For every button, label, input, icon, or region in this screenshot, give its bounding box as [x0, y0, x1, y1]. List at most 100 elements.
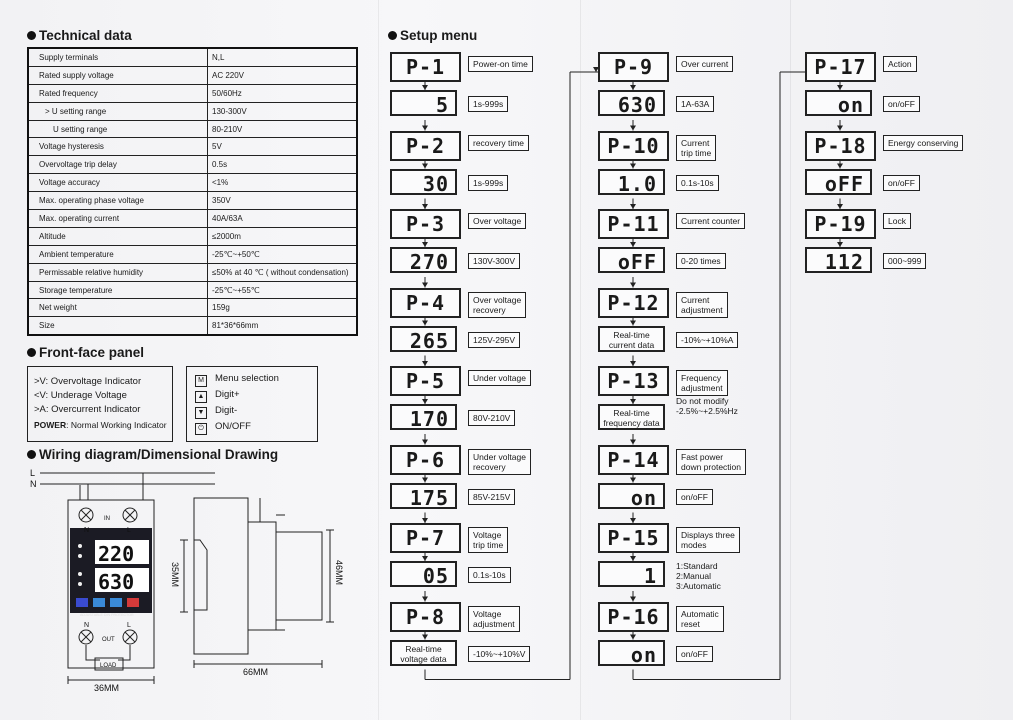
text-line: on/oFF [681, 648, 708, 659]
tech-row: Voltage accuracy<1% [27, 173, 358, 193]
text-line: trip time [681, 147, 712, 158]
text-line: 2:Manual [676, 571, 711, 581]
button-legend-item: ⏻ON/OFF [195, 421, 251, 435]
param-code: P-14 [598, 444, 669, 475]
flow-arrow [837, 85, 843, 90]
tech-row: Altitude≤2000m [27, 226, 358, 246]
fold-line [790, 0, 791, 720]
param-code: P-16 [598, 601, 669, 632]
flow-arrow [837, 204, 843, 209]
term-l-top: L [127, 527, 131, 534]
text-line: Real-time [613, 329, 650, 340]
text-line: Over voltage [473, 216, 522, 226]
param-range: 125V-295V [468, 331, 521, 348]
param-range: 1A-63A [676, 96, 715, 112]
text-line: adjustment [681, 383, 723, 393]
param-value: 175 [390, 482, 457, 510]
width-36-label: 36MM [94, 683, 119, 693]
param-code: P-9 [598, 52, 669, 82]
tech-row: Permissable relative humidity≤50% at 40 … [27, 262, 358, 282]
wiring-heading: Wiring diagram/Dimensional Drawing [27, 447, 278, 462]
param-value: 265 [390, 325, 457, 353]
term-n-bottom: N [84, 622, 89, 629]
param-range: on/oFF [676, 645, 713, 662]
flow-arrow [630, 85, 636, 90]
param-code: P-1 [390, 52, 461, 82]
tech-value: 81*36*66mm [207, 316, 358, 336]
flow-arrow [422, 399, 428, 404]
param-range: on/oFF [883, 96, 920, 112]
button-legend-label: Digit- [215, 405, 238, 416]
text-line: Current counter [681, 216, 741, 226]
param-code: P-8 [390, 601, 461, 632]
tech-row: Ambient temperature-25℃~+50℃ [27, 244, 358, 264]
text-line: voltage data [400, 653, 447, 664]
text-line: Voltage [473, 530, 502, 540]
text-line: Energy conserving [888, 137, 959, 148]
flow-arrow [422, 596, 428, 602]
param-range: 0-20 times [676, 253, 726, 269]
param-label: Under voltage [468, 370, 531, 386]
indicator-item: >V: Overvoltage Indicator [34, 376, 142, 387]
text-line: 130V-300V [473, 256, 516, 266]
fold-line [378, 0, 379, 720]
text-line: Voltage [473, 608, 502, 619]
menu-icon: M [195, 375, 207, 387]
indicator-item: <V: Underage Voltage [34, 390, 127, 401]
flow-arrow [422, 125, 428, 131]
text-line: trip time [473, 540, 504, 550]
param-code: P-15 [598, 523, 669, 553]
text-line: modes [681, 540, 707, 550]
param-value: 30 [390, 168, 457, 196]
param-code: P-3 [390, 209, 461, 239]
text-line: 1:Standard [676, 561, 718, 571]
text-line: Displays three [681, 530, 735, 540]
text-line: Real-time [613, 408, 650, 418]
text-line: Frequency [681, 373, 722, 383]
param-range: 1s-999s [468, 174, 509, 191]
text-line: recovery [473, 304, 506, 315]
flow-arrow [593, 67, 599, 72]
flow-arrow [630, 596, 636, 602]
param-range: 000~999 [883, 253, 927, 269]
param-range: 85V-215V [468, 488, 516, 505]
text-line: 0-20 times [681, 256, 721, 266]
param-range: on/oFF [883, 174, 920, 191]
param-code: P-5 [390, 366, 461, 396]
param-value: on [598, 639, 665, 667]
param-code: P-18 [805, 130, 876, 161]
param-value: 630 [598, 90, 665, 117]
flow-arrow [630, 163, 636, 169]
height-35-label: 35MM [170, 562, 180, 587]
param-code: P-13 [598, 366, 669, 396]
param-value: on [598, 482, 665, 510]
param-range: 1s-999s [468, 96, 509, 112]
param-code: P-19 [805, 209, 876, 239]
param-value: 05 [390, 561, 457, 588]
flow-arrow [422, 634, 428, 640]
param-value: 270 [390, 247, 457, 274]
param-label: Over current [676, 56, 734, 72]
param-label: recovery time [468, 134, 530, 151]
text-line: Current [681, 294, 710, 305]
text-line: Automatic [681, 608, 719, 619]
param-code: P-6 [390, 444, 461, 475]
flow-arrow [630, 282, 636, 288]
flow-arrow [630, 320, 636, 326]
flow-arrow [630, 125, 636, 131]
text-line: 1s-999s [473, 177, 504, 188]
text-line: Fast power [681, 451, 724, 462]
text-line: 1A-63A [681, 99, 710, 109]
